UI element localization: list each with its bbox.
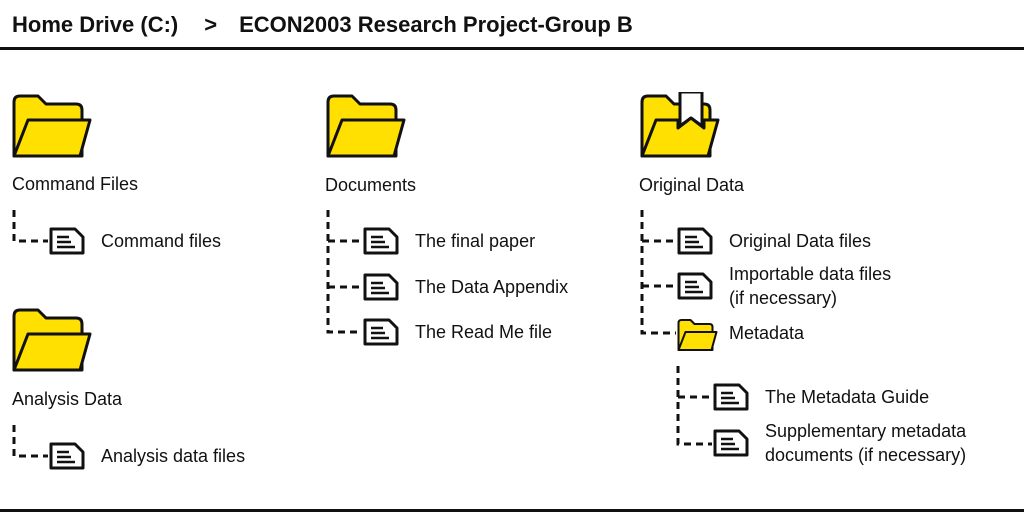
list-item-line: Importable data files bbox=[729, 264, 892, 284]
document-icon bbox=[677, 272, 713, 300]
folder-icon[interactable] bbox=[12, 306, 94, 374]
folder-icon[interactable] bbox=[12, 92, 94, 160]
folder-label-command: Command Files bbox=[12, 174, 139, 194]
document-icon bbox=[713, 429, 749, 457]
subfolder-label-metadata: Metadata bbox=[729, 323, 805, 343]
document-icon bbox=[49, 227, 85, 255]
list-item[interactable]: The Read Me file bbox=[415, 322, 553, 342]
breadcrumb-separator: > bbox=[204, 12, 218, 37]
list-item[interactable]: Analysis data files bbox=[101, 446, 246, 466]
folder-label-original: Original Data bbox=[639, 175, 745, 195]
list-item[interactable]: Original Data files bbox=[729, 231, 872, 251]
folder-icon[interactable] bbox=[676, 318, 720, 352]
list-item-line: documents (if necessary) bbox=[765, 445, 967, 465]
list-item[interactable]: Importable data files (if necessary) bbox=[729, 262, 891, 310]
document-icon bbox=[363, 273, 399, 301]
header-divider bbox=[0, 47, 1024, 50]
document-icon bbox=[363, 227, 399, 255]
list-item-line: Supplementary metadata bbox=[765, 421, 967, 441]
list-item[interactable]: The Metadata Guide bbox=[765, 387, 930, 407]
folder-icon[interactable] bbox=[326, 92, 408, 160]
document-icon bbox=[677, 227, 713, 255]
folder-label-documents: Documents bbox=[325, 175, 417, 195]
footer-divider bbox=[0, 509, 1024, 512]
document-icon bbox=[49, 442, 85, 470]
breadcrumb-root[interactable]: Home Drive (C:) bbox=[12, 12, 179, 37]
folder-label-analysis: Analysis Data bbox=[12, 389, 123, 409]
list-item[interactable]: The Data Appendix bbox=[415, 277, 569, 297]
list-item[interactable]: The final paper bbox=[415, 231, 536, 251]
list-item[interactable]: Supplementary metadata documents (if nec… bbox=[765, 419, 966, 467]
list-item-line: (if necessary) bbox=[729, 288, 838, 308]
breadcrumb-current[interactable]: ECON2003 Research Project-Group B bbox=[239, 12, 633, 37]
bookmarked-folder-icon[interactable] bbox=[640, 92, 722, 160]
list-item[interactable]: Command files bbox=[101, 231, 222, 251]
document-icon bbox=[363, 318, 399, 346]
document-icon bbox=[713, 383, 749, 411]
breadcrumb: Home Drive (C:) > ECON2003 Research Proj… bbox=[12, 12, 633, 38]
